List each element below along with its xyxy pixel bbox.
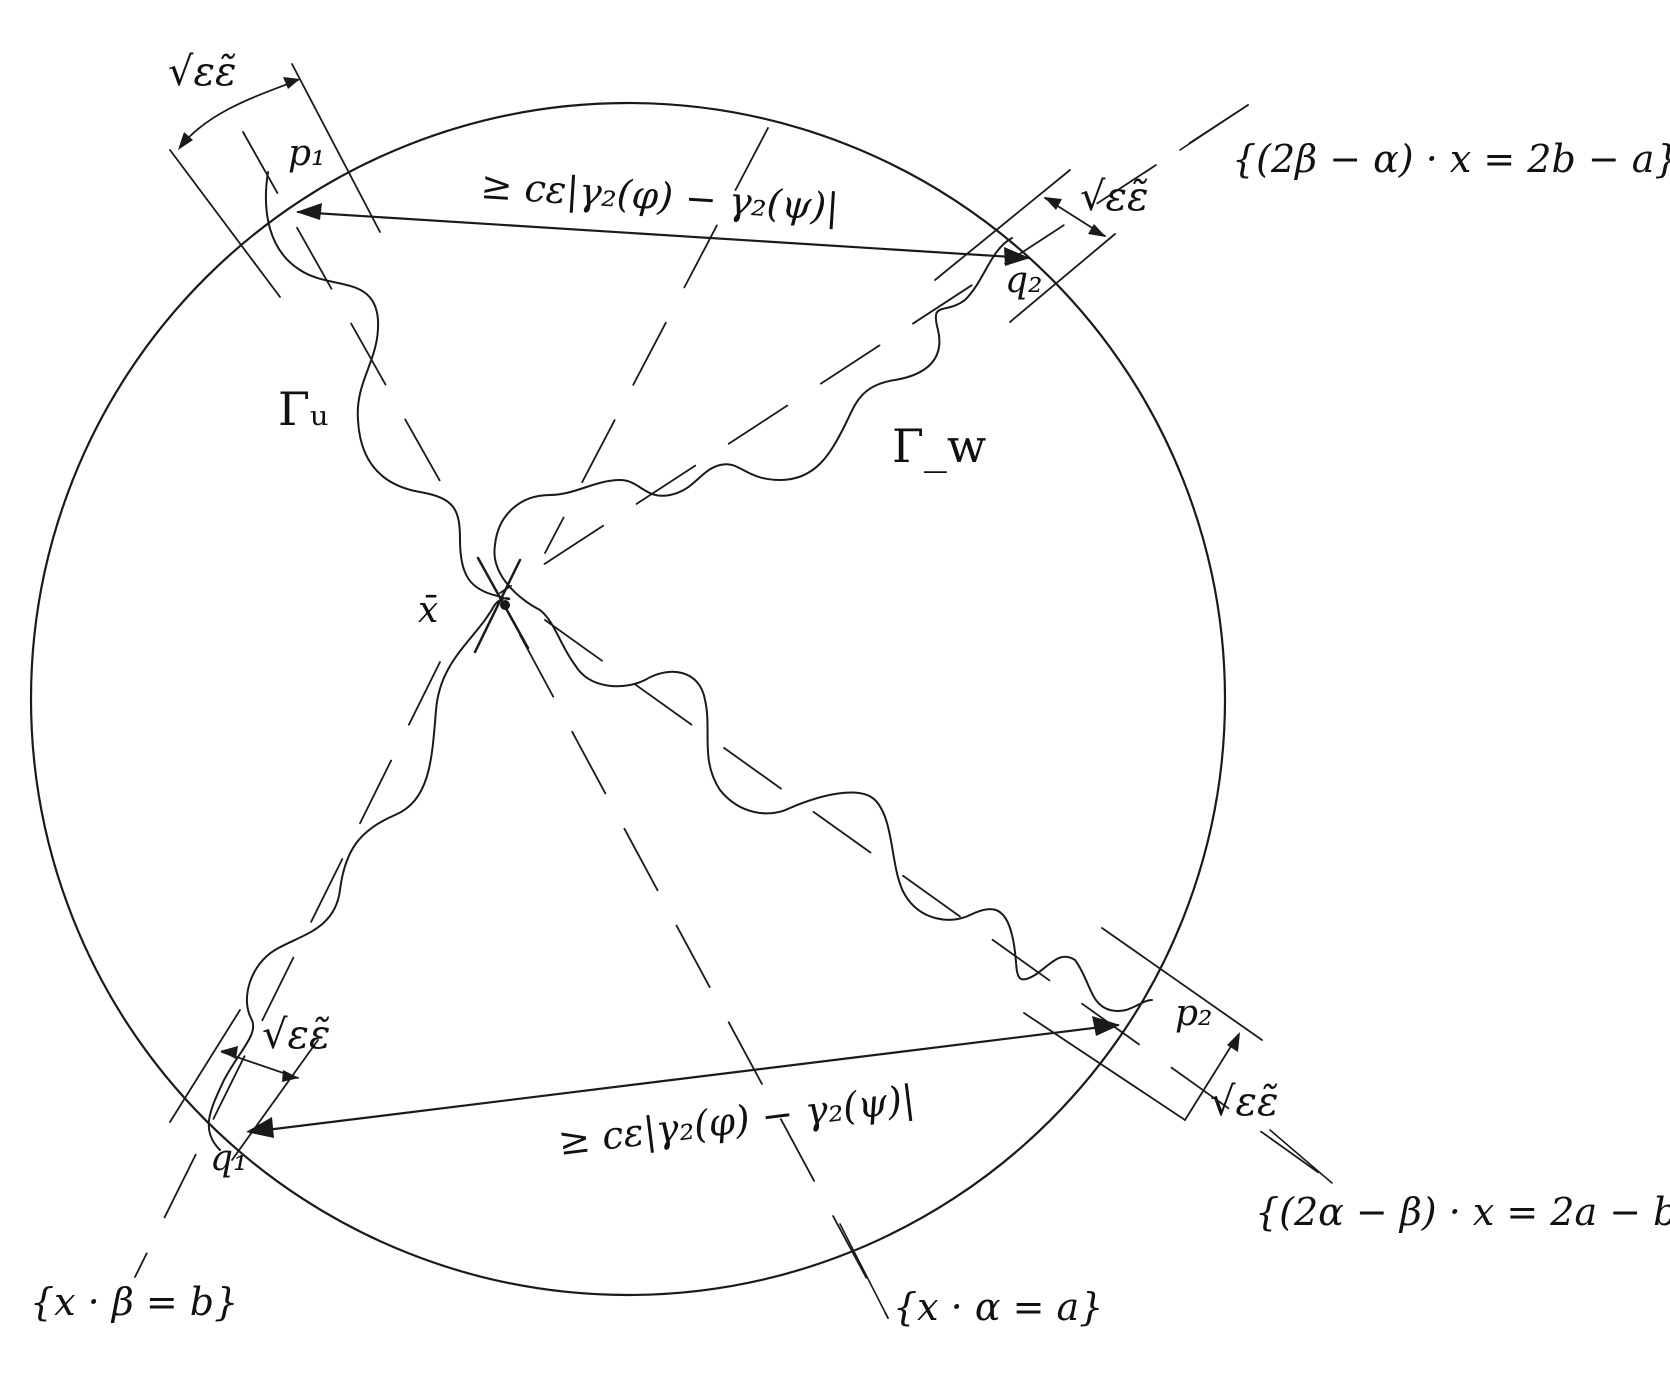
strip-p2-b xyxy=(1023,1012,1186,1121)
strip-q1-b xyxy=(231,1039,319,1161)
label-q1: q₁ xyxy=(210,1138,247,1179)
xbar-mark-b xyxy=(473,558,522,654)
label-sqrt-bottom-right: √εε̃ xyxy=(1210,1079,1278,1125)
label-line-beta: {x · β = b} xyxy=(30,1280,238,1324)
width-arrowhead-bottom-left-b xyxy=(282,1070,299,1082)
strip-p1-b xyxy=(291,63,381,233)
width-arrowhead-top-right-a xyxy=(1044,197,1062,210)
strip-q2-a xyxy=(934,169,1071,281)
strip-q1-a xyxy=(169,1009,241,1123)
label-p2: p₂ xyxy=(1175,993,1212,1034)
arrow-p1-q2 xyxy=(296,210,1030,260)
width-arrowhead-top-right-b xyxy=(1088,224,1106,237)
arrowhead-p2 xyxy=(1092,1016,1120,1036)
label-line-bottom-right: {(2α − β) · x = 2a − b} xyxy=(1255,1190,1670,1234)
label-line-alpha: {x · α = a} xyxy=(893,1285,1103,1329)
leader-bottom-right xyxy=(1269,1129,1333,1184)
line-beta xyxy=(242,131,459,514)
strip-q2-b xyxy=(1009,233,1116,323)
leader-top-right xyxy=(1179,104,1249,151)
width-arrowhead-bottom-left-a xyxy=(220,1046,238,1059)
label-distance-top: ≥ cε|γ₂(φ) − γ₂(ψ)| xyxy=(479,163,840,229)
label-xbar: x̄ xyxy=(418,590,438,631)
label-sqrt-top-left: √εε̃ xyxy=(168,49,236,95)
line-2alpha-beta xyxy=(544,619,1334,1184)
arrow-q1-p2 xyxy=(248,1023,1120,1134)
width-arrowhead-top-left-b xyxy=(283,77,300,89)
xbar-dot xyxy=(500,600,510,610)
label-sqrt-bottom-left: √εε̃ xyxy=(262,1012,330,1058)
label-p1: p₁ xyxy=(288,133,325,174)
width-arrowhead-bottom-right xyxy=(1227,1032,1240,1052)
strip-p2-a xyxy=(1101,927,1263,1041)
label-line-top-right: {(2β − α) · x = 2b − a} xyxy=(1232,137,1670,181)
line-alpha-lower xyxy=(519,634,889,1319)
width-arrow-top-left xyxy=(179,79,299,148)
width-arrowhead-top-left-a xyxy=(178,132,193,150)
arrowhead-p1 xyxy=(296,203,322,220)
line-alpha xyxy=(544,127,769,554)
label-sqrt-top-right: √εε̃ xyxy=(1080,174,1148,220)
width-arrow-bottom-right xyxy=(1184,1034,1239,1121)
line-2beta-alpha xyxy=(499,104,1249,594)
strip-p1-a xyxy=(169,149,281,298)
label-gamma-u: Γᵤ xyxy=(278,382,328,436)
arrowhead-q2 xyxy=(1004,247,1030,266)
line-beta-lower xyxy=(134,661,441,1278)
label-gamma-w: Γ_w xyxy=(892,419,986,473)
label-q2: q₂ xyxy=(1005,260,1042,301)
ball-circle xyxy=(29,101,1227,1297)
curve-gamma-u xyxy=(207,171,511,1151)
arrowhead-q1 xyxy=(246,1117,274,1138)
label-distance-bottom: ≥ cε|γ₂(φ) − γ₂(ψ)| xyxy=(556,1077,917,1164)
leader-alpha xyxy=(839,1223,889,1319)
curve-gamma-w xyxy=(493,237,1153,1013)
